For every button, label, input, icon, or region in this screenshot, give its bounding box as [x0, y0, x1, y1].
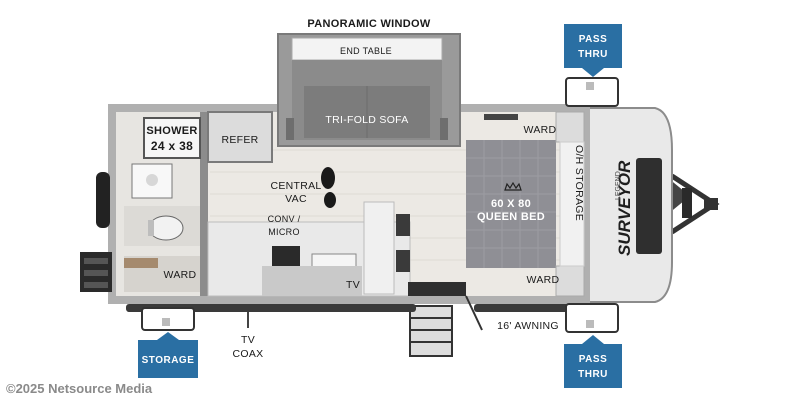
microwave — [272, 246, 300, 266]
label-ward-top: WARD — [524, 124, 557, 136]
bathroom — [116, 112, 208, 296]
brand-name: SURVEYOR — [615, 160, 634, 256]
badge-pass-thru-bottom-line1: PASS — [579, 354, 608, 365]
label-central-vac-1: CENTRAL — [270, 180, 321, 192]
front-window — [636, 158, 662, 254]
central-vac-icon — [321, 167, 336, 208]
crown-icon — [504, 181, 522, 191]
overhead-storage — [559, 141, 585, 267]
badge-storage-text: STORAGE — [142, 355, 195, 366]
label-queen-bed: QUEEN BED — [477, 211, 545, 223]
copyright-text: ©2025 Netsource Media — [6, 381, 153, 396]
bath-ward-shelf — [124, 258, 158, 268]
badge-pass-thru-top: PASS THRU — [564, 24, 622, 77]
label-oh-storage: O/H STORAGE — [573, 145, 585, 221]
toilet — [148, 215, 184, 241]
awning-bar — [126, 304, 416, 312]
label-panoramic-window: PANORAMIC WINDOW — [307, 18, 430, 30]
entry-door — [408, 282, 466, 296]
pass-thru-door-top — [565, 77, 619, 107]
label-tv-coax-1: TV — [241, 334, 255, 346]
label-end-table: END TABLE — [340, 46, 392, 56]
badge-pass-thru-top-line1: PASS — [579, 34, 608, 45]
label-tv: TV — [346, 279, 360, 291]
door-swing — [465, 295, 483, 331]
label-ward-bottom-right: WARD — [527, 274, 560, 286]
ward-bottom — [555, 265, 585, 297]
label-conv-micro-1: CONV / — [268, 214, 301, 224]
island — [363, 201, 395, 295]
entry-steps — [409, 305, 453, 357]
label-central-vac-2: VAC — [285, 193, 307, 205]
spare-tire — [96, 172, 110, 228]
queen-bed — [466, 140, 556, 268]
badge-pass-thru-bottom: PASS THRU — [564, 335, 622, 388]
dinette-seat-2 — [396, 250, 410, 272]
shower-pan — [143, 117, 201, 159]
pass-thru-door-bottom — [565, 303, 619, 333]
label-refer: REFER — [221, 134, 258, 146]
ward-top — [555, 111, 585, 143]
label-tv-coax-2: COAX — [233, 348, 264, 360]
brand-sub: LEGEND — [615, 171, 622, 200]
hitch — [668, 173, 720, 235]
label-tri-fold-sofa: TRI-FOLD SOFA — [325, 114, 408, 126]
label-awning: 16' AWNING — [497, 320, 559, 332]
label-ward-bath: WARD — [164, 269, 197, 281]
badge-pass-thru-top-line2: THRU — [578, 49, 608, 60]
label-bed-size: 60 X 80 — [491, 198, 531, 210]
badge-storage: STORAGE — [138, 332, 198, 378]
bed-pattern — [466, 140, 556, 268]
dinette-seat-1 — [396, 214, 410, 236]
label-conv-micro-2: MICRO — [268, 227, 300, 237]
label-shower-size: 24 x 38 — [151, 139, 193, 153]
label-shower: SHOWER — [146, 125, 197, 137]
refrigerator — [207, 111, 273, 163]
badge-pass-thru-bottom-line2: THRU — [578, 369, 608, 380]
bedroom-window — [484, 114, 518, 120]
